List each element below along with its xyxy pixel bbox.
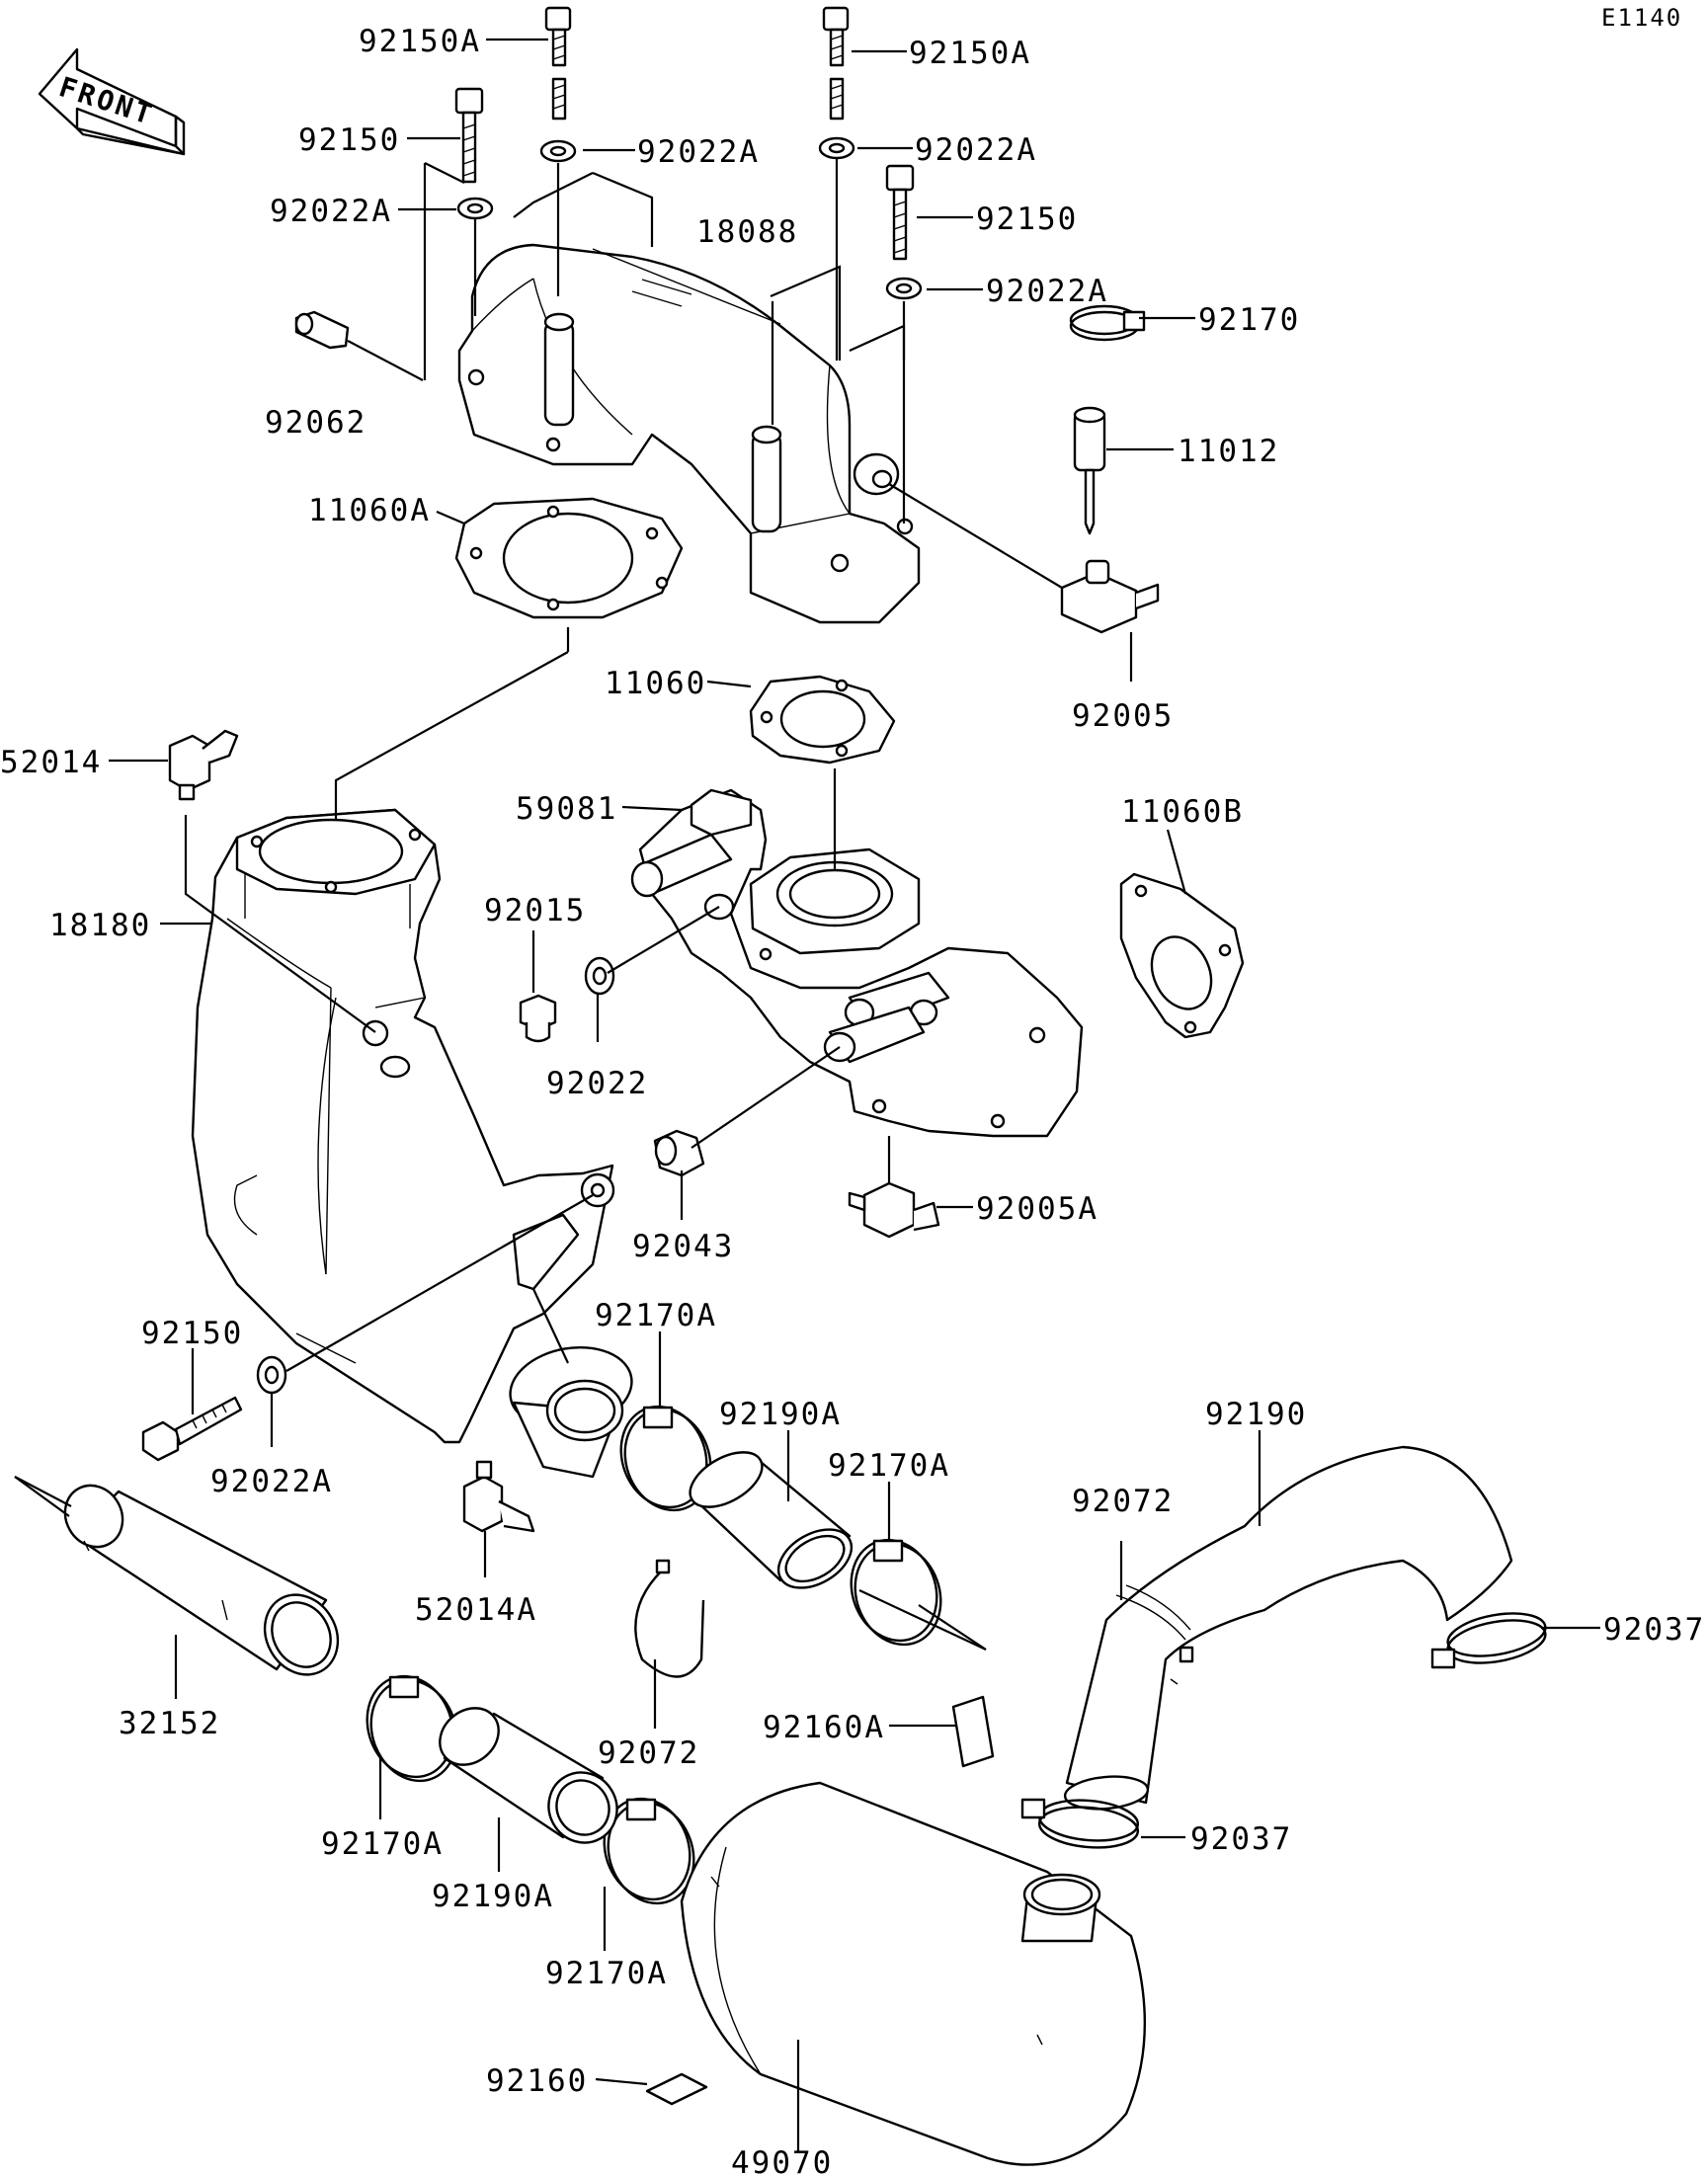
label-52014A: 52014A — [415, 1592, 537, 1628]
label-92022A-a: 92022A — [637, 134, 760, 170]
label-92072-a: 92072 — [1072, 1484, 1174, 1519]
tie-92072-b — [634, 1559, 705, 1678]
label-92190A-a: 92190A — [719, 1397, 842, 1432]
label-92170A-b: 92170A — [828, 1448, 950, 1484]
clamp-92170A-d — [603, 1797, 695, 1905]
pad-92160A — [951, 1695, 995, 1768]
label-92190A-b: 92190A — [432, 1879, 554, 1914]
bolt-92150-right — [885, 164, 915, 261]
label-18180: 18180 — [49, 908, 151, 943]
cap-nut-92015 — [519, 994, 557, 1043]
bolt-92150-left — [454, 87, 484, 184]
label-92043: 92043 — [632, 1229, 734, 1264]
label-32152: 32152 — [119, 1706, 220, 1741]
bolt-92150A-left — [544, 6, 572, 121]
label-92072-b: 92072 — [598, 1735, 699, 1771]
label-92160A: 92160A — [763, 1710, 885, 1745]
hose-92190A-a — [689, 1451, 854, 1589]
label-92170: 92170 — [1198, 302, 1300, 338]
label-92150-a: 92150 — [298, 122, 400, 158]
label-92022A-e: 92022A — [210, 1464, 333, 1499]
label-49070: 49070 — [731, 2145, 833, 2177]
label-92022A-b: 92022A — [915, 132, 1037, 168]
label-92005A: 92005A — [976, 1191, 1098, 1227]
label-18088: 18088 — [696, 214, 798, 250]
label-92150-c: 92150 — [141, 1316, 243, 1351]
label-92190: 92190 — [1205, 1397, 1307, 1432]
label-92150A-a: 92150A — [359, 24, 481, 59]
part-labels: 92150A 92150A 92150 92022A 92022A 92022A… — [0, 24, 1705, 2177]
hose-92190A-b — [439, 1707, 618, 1844]
pad-92160 — [645, 2072, 708, 2106]
label-92005: 92005 — [1072, 698, 1174, 734]
pipe-32152 — [63, 1484, 340, 1676]
clamp-92170 — [1069, 304, 1146, 342]
exhaust-manifold-18088 — [457, 243, 921, 624]
sensor-11012 — [1073, 406, 1106, 535]
label-92170A-d: 92170A — [545, 1956, 668, 1991]
fitting-52014 — [168, 729, 239, 801]
diagram-code: E1140 — [1601, 4, 1682, 32]
label-92160: 92160 — [486, 2063, 588, 2099]
washer-92022A-b — [818, 136, 855, 160]
label-92037-b: 92037 — [1190, 1821, 1292, 1857]
bolt-92150-lower — [141, 1396, 243, 1462]
label-92062: 92062 — [265, 405, 366, 441]
label-92150A-b: 92150A — [909, 36, 1031, 71]
water-box-59081 — [630, 788, 1084, 1138]
label-92022: 92022 — [546, 1066, 648, 1101]
clamp-92170A-b — [850, 1538, 942, 1647]
label-11060: 11060 — [605, 666, 706, 701]
label-52014: 52014 — [0, 745, 102, 780]
exhaust-pipe-18180 — [191, 808, 615, 1444]
label-92037-a: 92037 — [1603, 1612, 1705, 1648]
washer-92022A-d — [885, 277, 923, 300]
washer-92022A-e — [256, 1355, 287, 1395]
bolt-92150A-right — [822, 6, 850, 121]
washer-92022A-a — [539, 139, 577, 163]
leader-lines — [14, 38, 1600, 2153]
clamp-92170A-a — [619, 1405, 712, 1512]
spacer-92043 — [653, 1129, 705, 1177]
gasket-11060B — [1119, 872, 1245, 1039]
muffler-49070 — [680, 1781, 1146, 2166]
label-11060A: 11060A — [308, 493, 431, 528]
gasket-11060A — [454, 497, 684, 619]
fitting-52014A — [462, 1460, 535, 1533]
washer-92022 — [584, 956, 615, 996]
label-11060B: 11060B — [1121, 794, 1244, 830]
label-92022A-c: 92022A — [270, 194, 392, 229]
fitting-92005 — [1060, 559, 1160, 634]
label-92150-b: 92150 — [976, 202, 1078, 237]
pipe-outlet — [509, 1345, 633, 1479]
clamp-92037-b — [1020, 1798, 1140, 1849]
label-92170A-a: 92170A — [595, 1298, 717, 1333]
label-92015: 92015 — [484, 893, 586, 928]
label-92170A-c: 92170A — [321, 1826, 444, 1862]
gasket-11060 — [749, 675, 896, 765]
clamp-92037-a — [1430, 1612, 1547, 1669]
fitting-92005A — [848, 1181, 940, 1239]
label-11012: 11012 — [1178, 434, 1279, 469]
label-59081: 59081 — [516, 791, 617, 827]
front-arrow-icon: FRONT — [38, 47, 186, 156]
stud-92062 — [294, 310, 350, 350]
label-92022A-d: 92022A — [986, 274, 1108, 309]
washer-92022A-c — [456, 197, 494, 220]
